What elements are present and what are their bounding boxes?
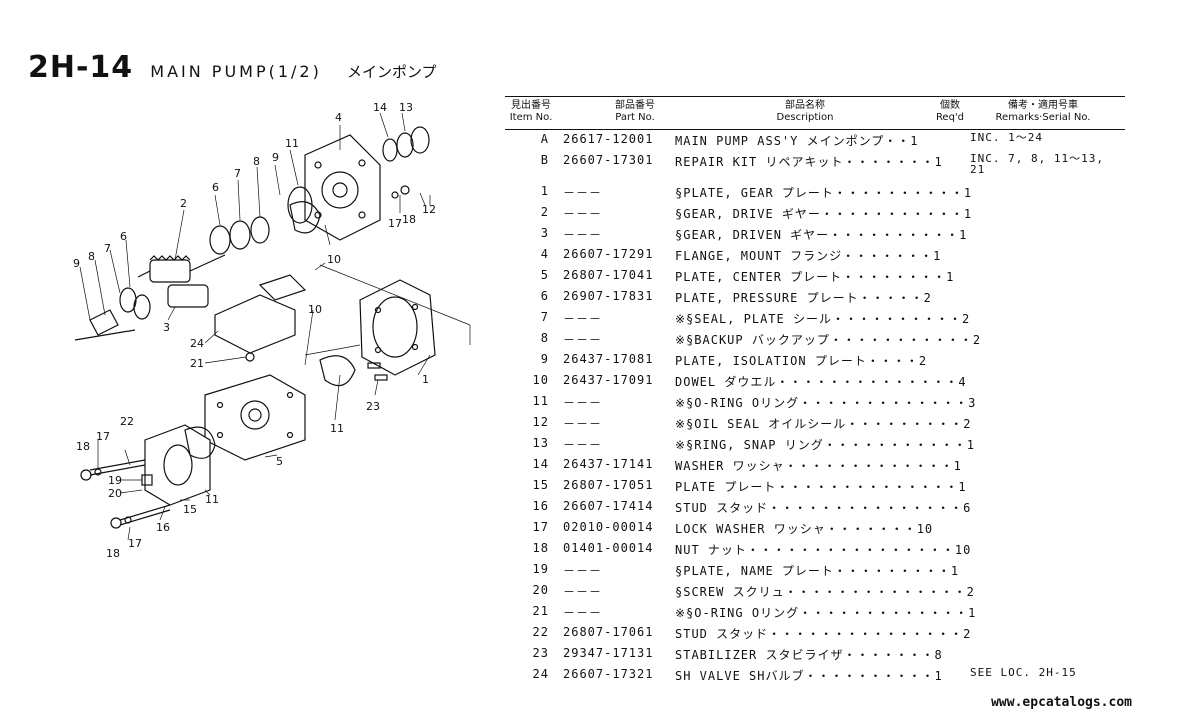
header-item-no: 見出番号 Item No. <box>509 100 553 123</box>
part-gear-plate <box>359 279 436 376</box>
svg-text:10: 10 <box>308 303 322 316</box>
part-sh-valve <box>214 274 307 362</box>
header-description: 部品名称 Description <box>776 100 834 123</box>
svg-text:17: 17 <box>388 217 402 230</box>
table-row: 22 26807-17061 STUD スタッド・・・・・・・・・・・・・・・2 <box>532 625 972 641</box>
svg-text:4: 4 <box>335 111 342 124</box>
svg-text:11: 11 <box>205 493 219 506</box>
svg-text:18: 18 <box>76 440 90 453</box>
table-row: 8 －－－ ※§BACKUP バックアップ・・・・・・・・・・・2 <box>540 331 982 347</box>
parts-table-header: 見出番号 Item No. 部品番号 Part No. 部品名称 Descrip… <box>505 96 1125 130</box>
part-o-ring <box>319 355 356 387</box>
svg-text:8: 8 <box>88 250 95 263</box>
svg-text:7: 7 <box>104 242 111 255</box>
svg-text:21: 21 <box>190 357 204 370</box>
section-name: MAIN PUMP(1/2) <box>150 62 322 81</box>
svg-text:7: 7 <box>234 167 241 180</box>
table-row: A 26617-12001 MAIN PUMP ASS'Y メインポンプ・・1 … <box>540 131 1043 148</box>
part-plates-right <box>209 186 313 255</box>
table-row: 4 26607-17291 FLANGE, MOUNT フランジ・・・・・・・1 <box>540 247 942 263</box>
svg-text:17: 17 <box>128 537 142 550</box>
watermark-link[interactable]: www.epcatalogs.com <box>991 695 1132 710</box>
svg-text:23: 23 <box>366 400 380 413</box>
part-dowels <box>367 362 388 381</box>
svg-text:22: 22 <box>120 415 134 428</box>
table-row: 14 26437-17141 WASHER ワッシャ・・・・・・・・・・・・・1 <box>532 457 962 473</box>
svg-text:15: 15 <box>183 503 197 516</box>
svg-text:14: 14 <box>373 101 387 114</box>
table-row: 10 26437-17091 DOWEL ダウエル・・・・・・・・・・・・・・4 <box>532 373 967 389</box>
svg-text:11: 11 <box>330 422 344 435</box>
table-row: 21 －－－ ※§O-RING Oリング・・・・・・・・・・・・・1 <box>532 604 977 620</box>
part-gears <box>137 254 226 308</box>
svg-text:18: 18 <box>402 213 416 226</box>
table-row: 11 －－－ ※§O-RING Oリング・・・・・・・・・・・・・3 <box>532 394 977 410</box>
svg-text:17: 17 <box>96 430 110 443</box>
svg-text:18: 18 <box>106 547 120 560</box>
part-plate-15 <box>80 424 216 529</box>
table-row: 19 －－－ §PLATE, NAME プレート・・・・・・・・・1 <box>532 562 960 578</box>
table-row: 5 26807-17041 PLATE, CENTER プレート・・・・・・・・… <box>540 268 955 284</box>
table-row: 20 －－－ §SCREW スクリュ・・・・・・・・・・・・・・2 <box>532 583 975 599</box>
part-plates-left <box>74 287 151 341</box>
svg-text:20: 20 <box>108 487 122 500</box>
svg-text:3: 3 <box>163 321 170 334</box>
header-part-no: 部品番号 Part No. <box>615 100 655 123</box>
table-row: 6 26907-17831 PLATE, PRESSURE プレート・・・・・2 <box>540 289 932 305</box>
table-row: 15 26807-17051 PLATE プレート・・・・・・・・・・・・・・1 <box>532 478 967 494</box>
table-row: B 26607-17301 REPAIR KIT リペアキット・・・・・・・1 … <box>540 152 1104 176</box>
exploded-parts-diagram: 4 14 13 12 17 18 11 6 7 8 9 2 3 6 7 8 9 … <box>73 101 471 560</box>
svg-text:11: 11 <box>285 137 299 150</box>
part-seal-rings <box>382 126 430 199</box>
svg-text:6: 6 <box>120 230 127 243</box>
page-title: 2H-14 MAIN PUMP(1/2) メインポンプ <box>28 50 437 85</box>
svg-text:8: 8 <box>253 155 260 168</box>
part-flange-mount <box>304 134 381 241</box>
svg-text:24: 24 <box>190 337 204 350</box>
svg-text:10: 10 <box>327 253 341 266</box>
part-center-plate <box>204 374 306 461</box>
svg-text:5: 5 <box>276 455 283 468</box>
table-row: 3 －－－ §GEAR, DRIVEN ギヤー・・・・・・・・・・1 <box>540 226 968 242</box>
header-remarks: 備考・適用号車 Remarks·Serial No. <box>995 100 1091 123</box>
table-row: 18 01401-00014 NUT ナット・・・・・・・・・・・・・・・・10 <box>532 541 972 557</box>
svg-text:9: 9 <box>272 151 279 164</box>
table-row: 2 －－－ §GEAR, DRIVE ギヤー・・・・・・・・・・・1 <box>540 205 973 221</box>
table-row: 9 26437-17081 PLATE, ISOLATION プレート・・・・2 <box>540 352 928 368</box>
svg-text:6: 6 <box>212 181 219 194</box>
svg-text:13: 13 <box>399 101 413 114</box>
svg-text:1: 1 <box>422 373 429 386</box>
header-qty: 個数 Req'd <box>935 100 965 123</box>
table-row: 12 －－－ ※§OIL SEAL オイルシール・・・・・・・・・2 <box>532 415 972 431</box>
table-row: 1 －－－ §PLATE, GEAR プレート・・・・・・・・・・1 <box>540 184 973 200</box>
table-row: 17 02010-00014 LOCK WASHER ワッシャ・・・・・・・10 <box>532 520 934 536</box>
svg-text:19: 19 <box>108 474 122 487</box>
table-row: 7 －－－ ※§SEAL, PLATE シール・・・・・・・・・・2 <box>540 310 971 326</box>
svg-text:12: 12 <box>422 203 436 216</box>
svg-text:16: 16 <box>156 521 170 534</box>
table-row: 16 26607-17414 STUD スタッド・・・・・・・・・・・・・・・6 <box>532 499 972 515</box>
table-row: 13 －－－ ※§RING, SNAP リング・・・・・・・・・・・1 <box>532 436 975 452</box>
svg-text:9: 9 <box>73 257 80 270</box>
table-row: 24 26607-17321 SH VALVE SHバルブ・・・・・・・・・・1… <box>532 666 1077 683</box>
table-row: 23 29347-17131 STABILIZER スタビライザ・・・・・・・8 <box>532 646 943 662</box>
section-name-jp: メインポンプ <box>346 63 437 81</box>
svg-text:2: 2 <box>180 197 187 210</box>
section-code: 2H-14 <box>28 50 134 85</box>
diagram-callouts: 4 14 13 12 17 18 11 6 7 8 9 2 3 6 7 8 9 … <box>73 101 436 560</box>
